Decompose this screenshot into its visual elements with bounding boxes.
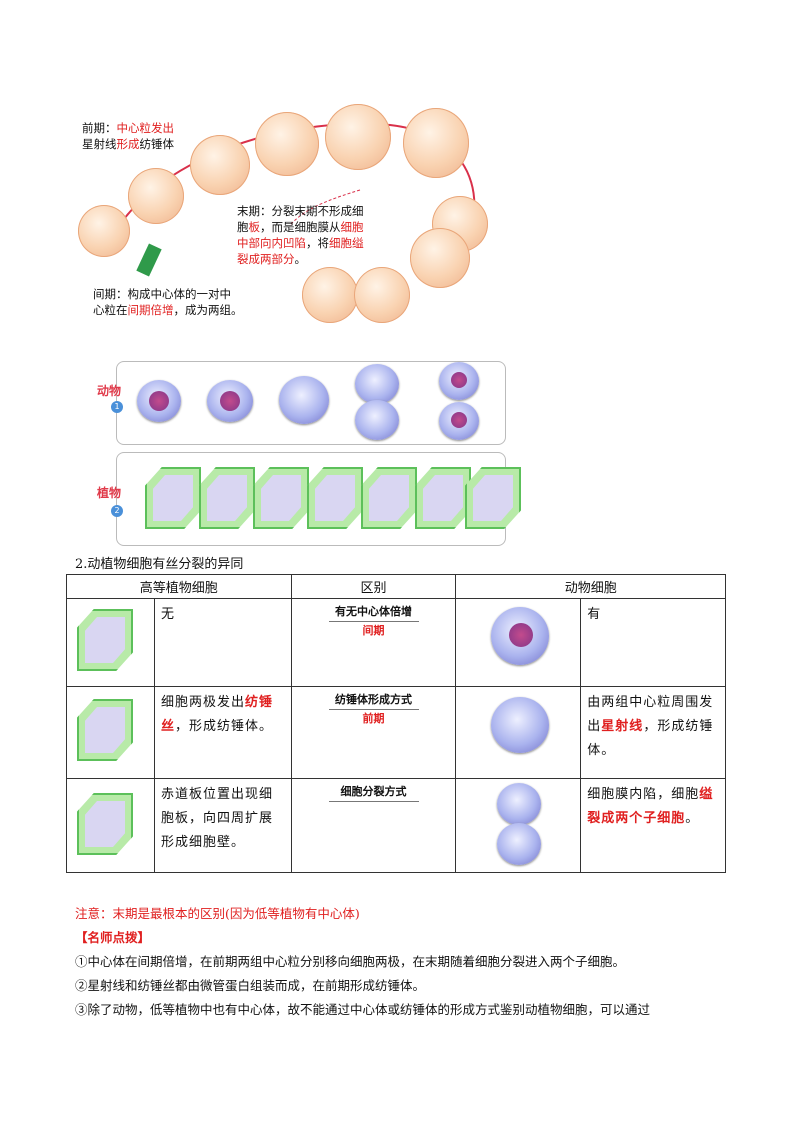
interphase-note: 间期：构成中心体的一对中 心粒在间期倍增，成为两组。	[93, 287, 243, 317]
table-header-row: 高等植物细胞 区别 动物细胞	[66, 574, 726, 599]
prophase-note: 前期：中心粒发出 星射线形成纺锤体	[82, 121, 174, 151]
plant-image	[66, 598, 155, 687]
plant-image	[66, 778, 155, 873]
plant-cell-text: 无	[153, 598, 292, 687]
table-row: 无 有无中心体倍增间期 有	[66, 598, 726, 687]
plant-label: 植物	[97, 486, 122, 500]
cycle-cell-anaphase	[403, 108, 469, 178]
header-plant: 高等植物细胞	[66, 574, 292, 599]
animal-cell-text: 有	[580, 598, 726, 687]
plant-number-badge: 2	[111, 505, 123, 517]
cycle-cell-telophase-b	[410, 228, 470, 288]
tip-3: ③除了动物，低等植物中也有中心体，故不能通过中心体或纺锤体的形成方式鉴别动植物细…	[75, 1002, 651, 1017]
table-row: 赤道板位置出现细胞板，向四周扩展形成细胞壁。 细胞分裂方式 细胞膜内陷，细胞缢裂…	[66, 778, 726, 873]
table-row: 细胞两极发出纺锤丝，形成纺锤体。 纺锤体形成方式前期 由两组中心粒周围发出星射线…	[66, 686, 726, 779]
cycle-cell-interphase	[78, 205, 130, 257]
animal-label: 动物	[97, 384, 122, 398]
animal-cell-text: 细胞膜内陷，细胞缢裂成两个子细胞。	[580, 778, 726, 873]
plant-cell-text: 赤道板位置出现细胞板，向四周扩展形成细胞壁。	[153, 778, 292, 873]
header-difference: 区别	[290, 574, 457, 599]
cycle-daughter-cell-left	[302, 267, 358, 323]
animal-cell-text: 由两组中心粒周围发出星射线，形成纺锤体。	[580, 686, 726, 779]
difference-cell: 细胞分裂方式	[290, 778, 457, 873]
plant-division-panel	[116, 452, 521, 546]
difference-cell: 纺锤体形成方式前期	[290, 686, 457, 779]
animal-number-badge: 1	[111, 401, 123, 413]
tip-1: ①中心体在间期倍增，在前期两组中心粒分别移向细胞两极，在末期随着细胞分裂进入两个…	[75, 954, 626, 969]
cycle-daughter-cell-right	[354, 267, 410, 323]
animal-image	[455, 598, 582, 687]
animal-image	[455, 778, 582, 873]
animal-image	[455, 686, 582, 779]
comparison-table: 高等植物细胞 区别 动物细胞 无 有无中心体倍增间期 有 细胞两极发出纺锤丝，形…	[66, 574, 726, 873]
section-title: 2.动植物细胞有丝分裂的异同	[75, 557, 244, 572]
tip-2: ②星射线和纺锤丝都由微管蛋白组装而成，在前期形成纺锤体。	[75, 978, 426, 993]
attention-note: 注意：末期是最根本的区别(因为低等植物有中心体)	[75, 906, 360, 921]
header-animal: 动物细胞	[455, 574, 726, 599]
animal-division-panel	[116, 361, 506, 445]
cycle-cell-prophase	[190, 135, 250, 195]
difference-cell: 有无中心体倍增间期	[290, 598, 457, 687]
cycle-cell-metaphase	[325, 104, 391, 170]
cycle-cell-prometaphase	[255, 112, 319, 176]
cycle-cell-early-prophase	[128, 168, 184, 224]
plant-cell-text: 细胞两极发出纺锤丝，形成纺锤体。	[153, 686, 292, 779]
plant-image	[66, 686, 155, 779]
telophase-note: 末期：分裂末期不形成细 胞板，而是细胞膜从细胞 中部向内凹陷，将细胞缢 裂成两部…	[237, 204, 364, 266]
tips-title: 【名师点拨】	[75, 930, 151, 945]
